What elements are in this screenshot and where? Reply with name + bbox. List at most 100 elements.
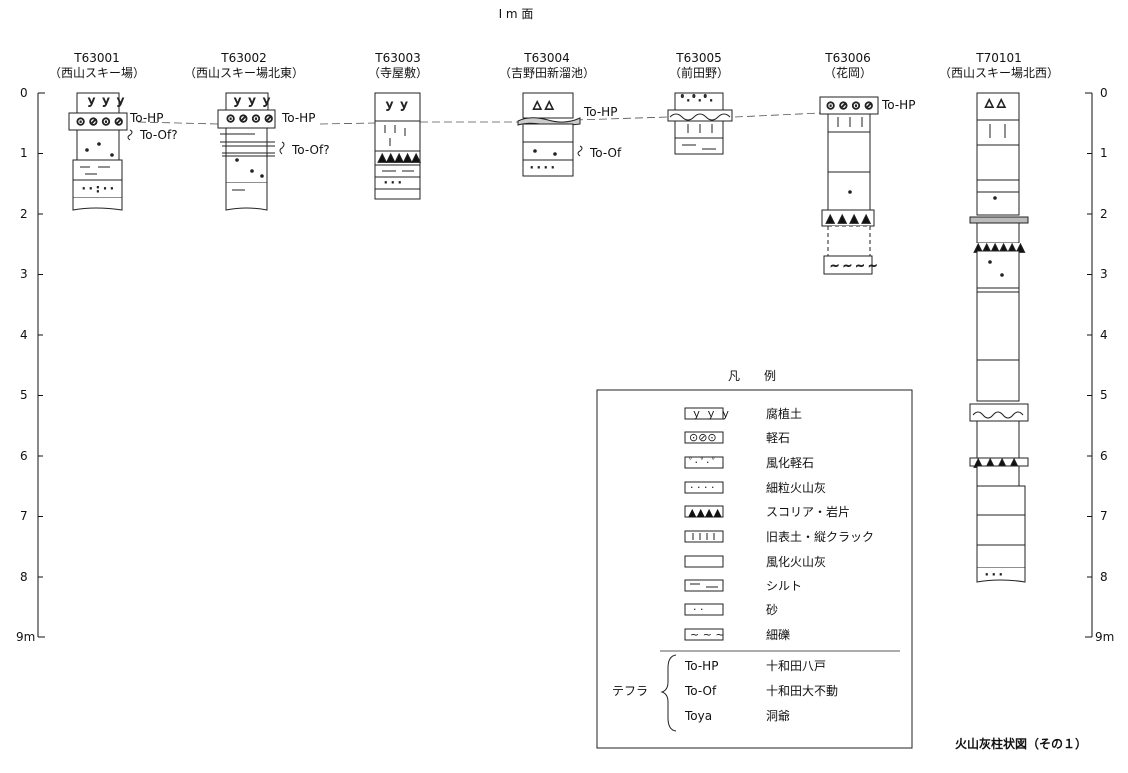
legend-tephra-group: テフラ [612,684,648,698]
layer-humus [522,92,574,119]
depth-tick-label: 8 [20,570,28,584]
svg-text:· · : · ·: · · : · · [82,182,114,195]
legend-swatch-silt [684,579,724,592]
column-id: T63003 [374,51,421,65]
legend-swatch-scoria [684,505,724,518]
svg-text:· ·: · · [693,603,704,616]
depth-tick-label: 8 [1100,570,1108,584]
column-place: （西山スキー場北東） [184,66,304,80]
svg-text:ｙ ｙ: ｙ ｙ [384,98,410,111]
layer-weathered-ash [976,485,1026,569]
column-id: T63002 [220,51,267,65]
svg-text:△ △: △ △ [533,98,554,111]
section-column-t70101: △ △ ▲▲▲▲▲▲ ▲ ▲ ▲ ▲ · · · [969,92,1029,583]
legend: 凡 例 ｙ ｙ ｙ ⊙⊘⊙ ﾟ· ﾟ· ﾟ · · · · ▲▲▲▲ · · ~… [596,369,913,749]
legend-swatch-pumice [684,431,724,444]
depth-tick-label: 3 [20,267,28,281]
legend-brace [660,654,677,732]
tephra-label-to-hp: To-HP [881,98,915,112]
legend-label: 細粒火山灰 [766,480,826,495]
svg-text:· · ·: · · · [384,176,401,189]
svg-text:· · · ·: · · · · [690,481,714,494]
depth-bottom-label: 9m [1095,630,1114,644]
tephra-label-to-hp: To-HP [583,105,617,119]
legend-tephra-code: To-Of [684,684,717,698]
depth-scale-left: 0 1 2 3 4 5 6 7 8 9m [16,86,45,644]
section-column-t63002: ｙ ｙ ｙ ⊙ ⊘ ⊙ ⊘ To-HP To-Of? [217,92,330,211]
legend-tephra-name: 十和田大不動 [766,684,838,698]
column-id: T70101 [975,51,1022,65]
svg-text:⊙ ⊘ ⊙ ⊘: ⊙ ⊘ ⊙ ⊘ [826,99,873,112]
legend-label: 旧表土・縦クラック [766,530,874,544]
column-id: T63006 [824,51,871,65]
legend-label: 軽石 [766,431,790,445]
depth-tick-label: 5 [1100,388,1108,402]
layer-weathered-ash [374,188,421,200]
layer-pumice [969,216,1029,224]
layer-paleosol [374,120,421,152]
legend-tephra-code: To-HP [684,659,718,673]
legend-swatch-weathered-pumice [684,456,724,469]
section-column-t63003: ｙ ｙ ▲▲▲▲▲ · · · [374,92,421,200]
depth-tick-label: 7 [1100,509,1108,523]
legend-box [596,389,913,749]
layer-weathered-ash [976,420,1020,459]
legend-label: 細礫 [766,627,790,642]
column-place: （吉野田新溜池） [499,65,595,80]
depth-bottom-label: 9m [16,630,35,644]
layer-pumice [667,109,733,122]
svg-text:△ △: △ △ [985,96,1006,109]
svg-text:▲▲▲▲▲: ▲▲▲▲▲ [378,151,421,164]
legend-label: 砂 [766,603,778,617]
legend-tephra-name: 十和田八戸 [766,659,826,673]
depth-tick-label: 1 [20,146,28,160]
svg-text:▲ ▲ ▲ ▲: ▲ ▲ ▲ ▲ [826,212,871,225]
svg-text:⊙ ⊘ ⊙ ⊘: ⊙ ⊘ ⊙ ⊘ [226,112,273,125]
section-column-t63001: ｙ ｙ ｙ ⊙ ⊘ ⊙ ⊘ · · : · · To-HP To-Of? [68,92,178,211]
depth-tick-label: 2 [1100,207,1108,221]
section-column-t63005: ﾟ· ﾟ· ﾟ· [667,92,733,155]
depth-tick-label: 4 [20,328,28,342]
svg-text:⊙⊘⊙: ⊙⊘⊙ [689,431,717,444]
layer-humus [976,92,1020,121]
layer-sand [522,159,574,177]
depth-tick-label: 1 [1100,146,1108,160]
legend-swatch-gravel [684,628,724,641]
svg-text:ﾟ· ﾟ· ﾟ·: ﾟ· ﾟ· ﾟ· [681,94,713,107]
legend-label: 風化火山灰 [766,555,826,569]
to-hp-correlation-line [137,112,821,125]
legend-title: 凡 例 [728,369,776,383]
legend-swatch-paleosol [684,530,724,543]
layer-weathered-ash [976,465,1020,487]
tephra-label-to-hp: To-HP [281,111,315,125]
svg-text:ｙ ｙ ｙ: ｙ ｙ ｙ [232,94,272,107]
depth-tick-label: 0 [1100,86,1108,100]
figure-header: I m 面 [499,7,534,21]
legend-swatch-sand [684,603,724,616]
column-id: T63004 [523,51,570,65]
svg-text:ｙ ｙ ｙ: ｙ ｙ ｙ [86,94,126,107]
legend-label: 腐植土 [766,406,802,421]
column-place: （西山スキー場北西） [939,66,1059,80]
layer-paleosol [674,120,724,139]
layer-weathered-ash [827,131,871,211]
depth-tick-label: 6 [20,449,28,463]
layer-paleosol [827,113,871,133]
legend-swatch-fine-ash [684,481,724,494]
column-id: T63005 [675,51,722,65]
legend-label: 風化軽石 [766,456,814,470]
depth-tick-label: 0 [20,86,28,100]
svg-text:~ ~ ~: ~ ~ ~ [690,628,725,641]
legend-swatch-weathered-ash [684,555,724,568]
depth-tick-label: 3 [1100,267,1108,281]
layer-paleosol [976,119,1020,146]
layer-gravel [823,255,873,275]
layer-weathered-ash [827,225,871,257]
column-place: （西山スキー場） [49,66,145,80]
tephra-label-to-of: To-Of? [139,128,178,142]
layer-weathered-ash [976,222,1020,244]
column-headings: T63001 （西山スキー場） T63002 （西山スキー場北東） T63003… [49,51,1059,80]
column-place: （寺屋敷） [368,65,428,80]
depth-tick-label: 6 [1100,449,1108,463]
